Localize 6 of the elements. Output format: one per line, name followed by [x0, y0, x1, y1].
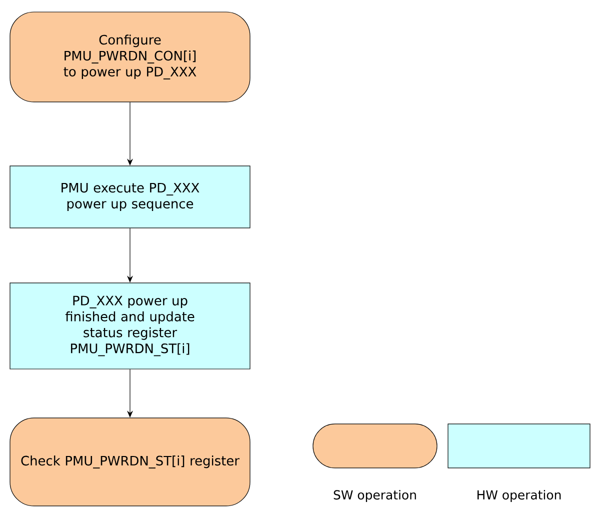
- hardware-step-box: PMU execute PD_XXX power up sequence: [10, 166, 250, 228]
- software-step-box: Check PMU_PWRDN_ST[i] register: [10, 418, 250, 506]
- legend-label: SW operation: [334, 490, 416, 502]
- software-step-box: Configure PMU_PWRDN_CON[i] to power up PD_XXX: [10, 12, 250, 102]
- legend-label: HW operation: [478, 490, 561, 502]
- hardware-step-box: PD_XXX power up finished and update status register PMU_PWRDN_ST[i]: [10, 282, 250, 370]
